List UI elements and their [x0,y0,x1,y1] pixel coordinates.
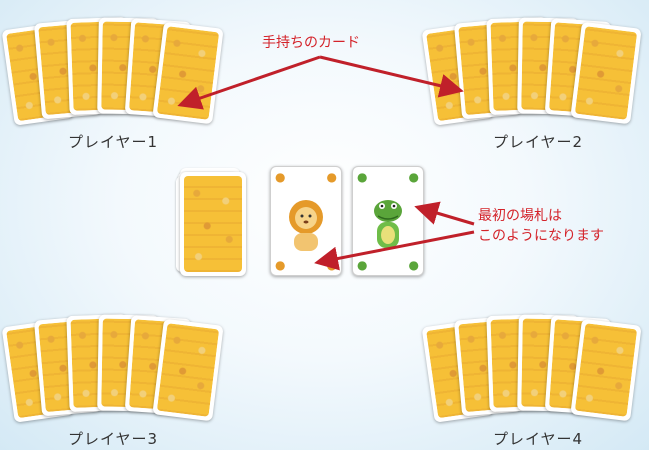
arrow-to-field-crocodile [414,201,475,226]
lion-corner-icon: ● [275,258,286,272]
field-callout-line2: このようになります [478,228,604,244]
lion-corner-icon: ● [326,170,337,184]
player1-label: プレイヤー1 [68,133,159,151]
player2-label: プレイヤー2 [493,133,584,151]
crocodile-icon [374,200,402,248]
arrow-to-field-lion [314,230,475,271]
crocodile-corner-icon: ● [357,170,368,184]
crocodile-corner-icon: ● [357,258,368,272]
field-card-crocodile[interactable]: ● ● ● ● [352,166,424,276]
arrow-to-player2 [319,55,464,98]
crocodile-corner-icon: ● [408,170,419,184]
lion-corner-icon: ● [275,170,286,184]
player3-label: プレイヤー3 [68,430,159,448]
hand-callout: 手持ちのカード [262,35,360,51]
arrow-to-player1 [177,55,321,110]
crocodile-corner-icon: ● [408,258,419,272]
player4-label: プレイヤー4 [493,430,584,448]
field-callout-line1: 最初の場札は [478,208,562,224]
draw-pile-top-card[interactable] [180,172,246,276]
lion-icon [289,200,323,251]
